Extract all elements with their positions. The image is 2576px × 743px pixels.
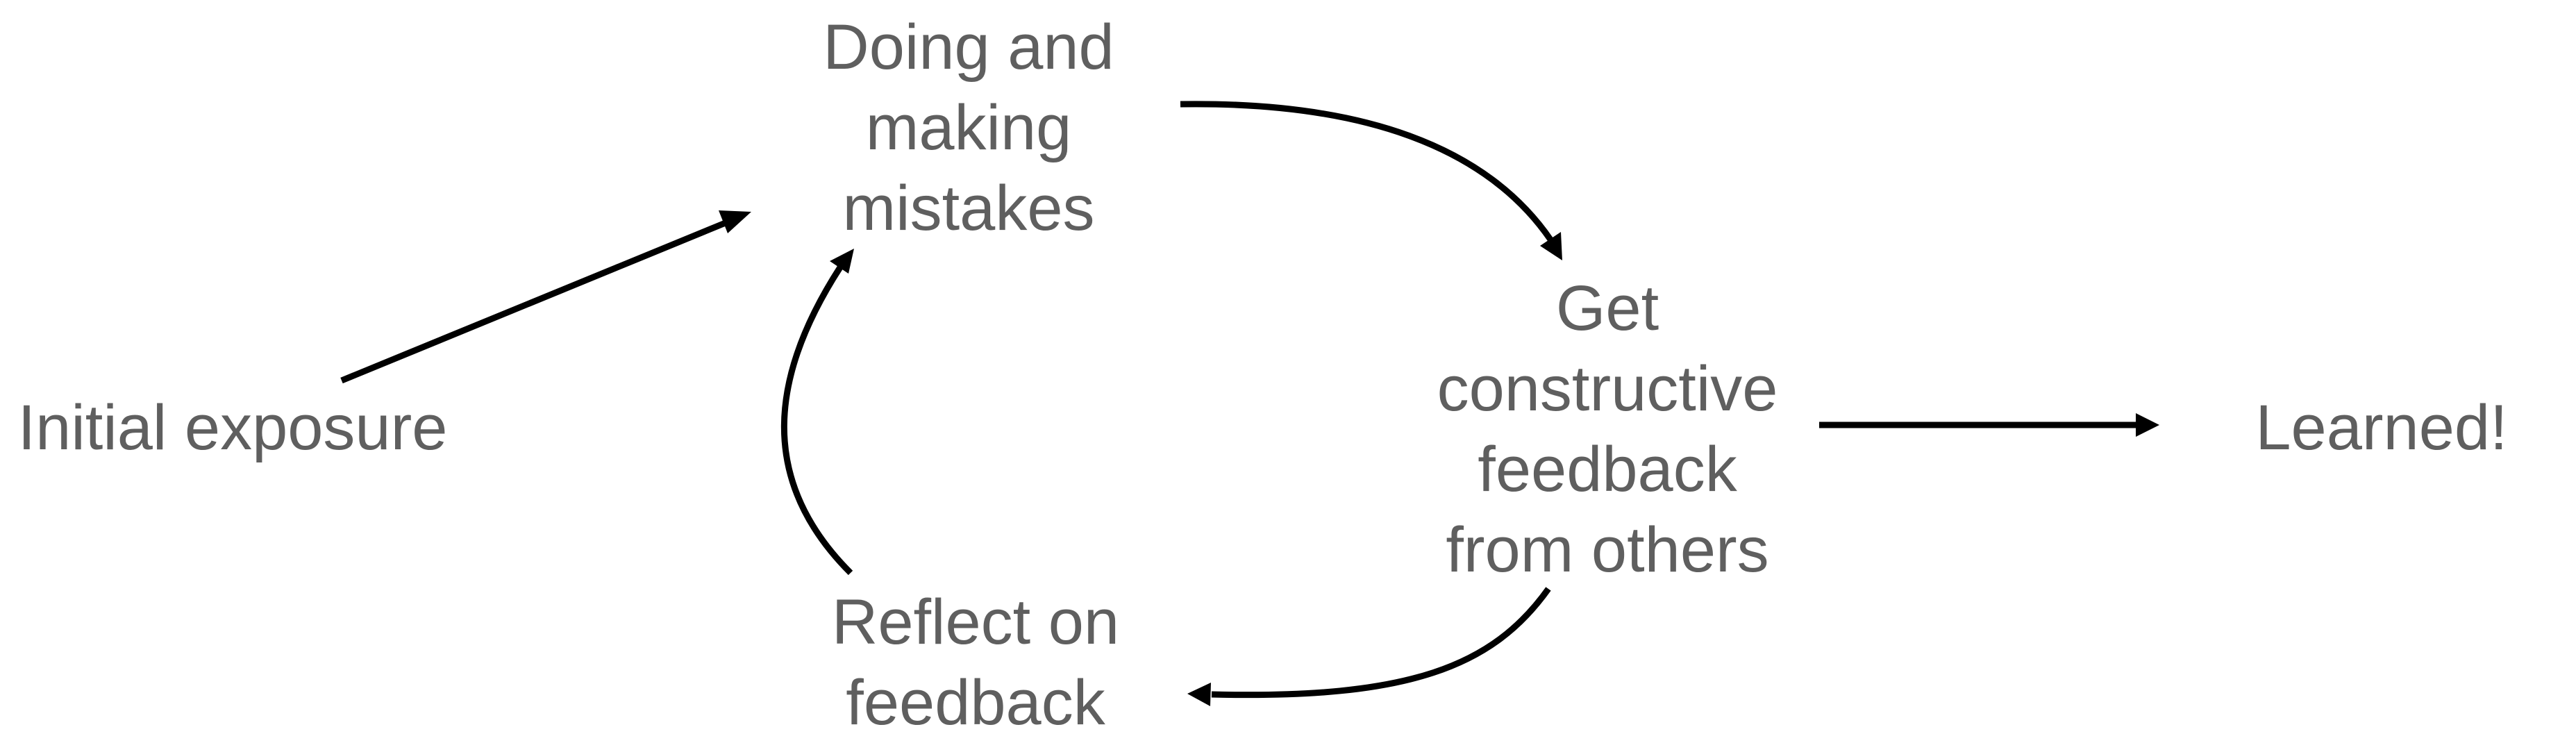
node-feedback-line-1: Get <box>1555 273 1659 344</box>
node-initial-exposure: Initial exposure <box>0 387 465 468</box>
arrow-feedback-to-learned <box>1819 413 2159 437</box>
node-doing-line-3: mistakes <box>842 173 1095 244</box>
node-learned-line: Learned! <box>2255 392 2508 463</box>
node-initial-exposure-line: Initial exposure <box>17 392 448 463</box>
node-learned: Learned! <box>2222 387 2541 468</box>
arrow-feedback-to-reflect <box>1187 587 1551 706</box>
node-doing-and-making-mistakes: Doing and making mistakes <box>785 7 1153 249</box>
node-feedback-line-3: feedback <box>1478 434 1737 505</box>
node-reflect-line-2: feedback <box>846 667 1105 738</box>
node-get-constructive-feedback: Get constructive feedback from others <box>1413 268 1802 590</box>
node-reflect-line-1: Reflect on <box>831 587 1120 658</box>
arrow-doing-to-feedback <box>1180 101 1562 260</box>
node-feedback-line-4: from others <box>1446 515 1769 585</box>
node-doing-line-1: Doing and <box>823 12 1114 83</box>
arrow-initial-to-doing <box>340 210 751 384</box>
arrow-reflect-to-doing <box>780 249 854 576</box>
node-reflect-on-feedback: Reflect on feedback <box>798 582 1153 743</box>
node-feedback-line-2: constructive <box>1437 353 1778 424</box>
node-doing-line-2: making <box>865 92 1072 163</box>
